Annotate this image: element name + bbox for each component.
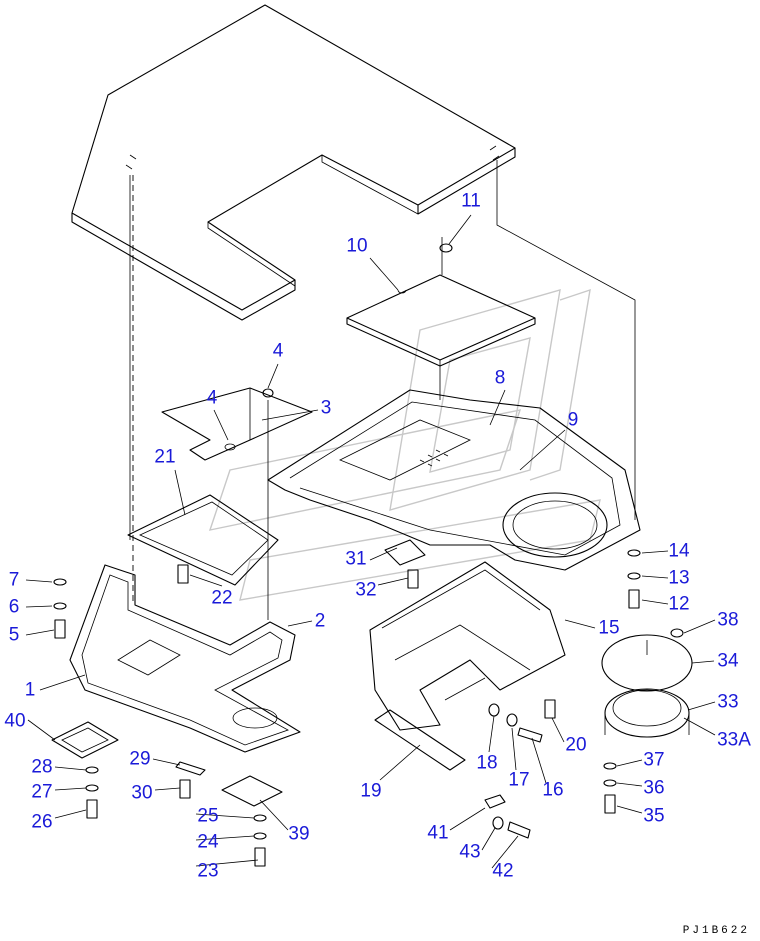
callout-c2: 2 xyxy=(314,610,326,632)
callout-c35: 35 xyxy=(643,805,665,827)
part-39-plate xyxy=(221,775,283,807)
callout-c38: 38 xyxy=(717,609,739,631)
callout-c30: 30 xyxy=(131,782,153,804)
callout-c25: 25 xyxy=(197,805,219,827)
callout-c43: 43 xyxy=(459,841,481,863)
callout-c11: 11 xyxy=(461,190,481,212)
callout-c24: 24 xyxy=(197,831,219,853)
part-15-bracket xyxy=(369,561,566,731)
callout-c5: 5 xyxy=(8,624,20,646)
callout-c20: 20 xyxy=(565,734,587,756)
callout-c37: 37 xyxy=(643,749,665,771)
part-1-floor-frame xyxy=(69,564,301,753)
callout-c8: 8 xyxy=(494,367,506,389)
callout-c33: 33 xyxy=(717,691,739,713)
callout-c18: 18 xyxy=(476,752,498,774)
callout-c22: 22 xyxy=(211,587,233,609)
callout-c29: 29 xyxy=(129,748,151,770)
callout-c7: 7 xyxy=(8,569,20,591)
callout-c39: 39 xyxy=(288,823,310,845)
callout-c31: 31 xyxy=(345,548,367,570)
part-19-gasket xyxy=(374,709,466,771)
part-21-tray xyxy=(127,494,279,586)
callout-c33a: 33A xyxy=(717,729,751,751)
callout-c10: 10 xyxy=(346,235,368,257)
part-3-plate xyxy=(161,387,313,620)
drawing-code: PJ1B622 xyxy=(682,925,750,937)
callout-leaders xyxy=(25,214,716,869)
part-40-cover xyxy=(51,721,119,759)
callout-c9: 9 xyxy=(567,409,579,431)
callout-c34: 34 xyxy=(717,650,739,672)
callout-c14: 14 xyxy=(668,540,690,562)
callout-c28: 28 xyxy=(31,756,53,778)
callout-c32: 32 xyxy=(355,579,377,601)
top-cover-panel xyxy=(71,4,516,321)
callout-c4b: 4 xyxy=(206,387,218,409)
callout-c26: 26 xyxy=(31,811,53,833)
part-33-housing xyxy=(604,688,690,738)
part-8-floor-frame xyxy=(267,389,641,571)
callout-c42: 42 xyxy=(492,860,514,882)
callout-c27: 27 xyxy=(31,781,53,803)
callout-c3: 3 xyxy=(320,397,332,419)
callout-c41: 41 xyxy=(427,822,449,844)
callout-c21: 21 xyxy=(154,446,176,468)
watermark-logo xyxy=(208,288,601,601)
callout-c4a: 4 xyxy=(272,340,284,362)
callout-c12: 12 xyxy=(668,593,690,615)
leader-line xyxy=(496,160,636,520)
part-34-disc xyxy=(601,634,693,692)
part-10-plate xyxy=(346,237,536,400)
callout-c16: 16 xyxy=(542,779,564,801)
callout-c19: 19 xyxy=(360,780,382,802)
callout-c6: 6 xyxy=(8,596,20,618)
callout-c1: 1 xyxy=(24,679,36,701)
callout-c40: 40 xyxy=(4,710,26,732)
callout-c17: 17 xyxy=(508,769,530,791)
callout-c23: 23 xyxy=(197,860,219,882)
callout-c13: 13 xyxy=(668,567,690,589)
callout-c36: 36 xyxy=(643,777,665,799)
callout-c15: 15 xyxy=(598,617,620,639)
